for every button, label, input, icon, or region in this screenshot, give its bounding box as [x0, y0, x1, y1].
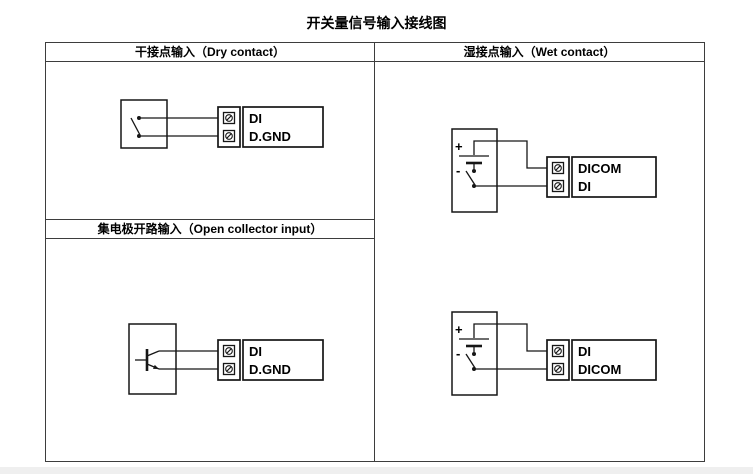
switch-lever	[465, 353, 476, 369]
screw-terminal-icon	[222, 362, 236, 376]
terminal-label-bottom: D.GND	[249, 362, 291, 377]
terminal-label-block	[242, 339, 324, 381]
diagram-dry-contact: DI D.GND	[120, 99, 324, 149]
switch-contact-top	[472, 169, 476, 173]
battery-minus-label: -	[456, 163, 460, 178]
terminal-label-top: DI	[578, 344, 591, 359]
source-switch-box	[451, 128, 498, 213]
transistor-emitter-arrow	[153, 364, 159, 369]
transistor-collector	[146, 350, 160, 357]
screw-terminal-icon	[551, 179, 565, 193]
wire-top	[473, 323, 547, 352]
terminal-label-top: DICOM	[578, 161, 621, 176]
wet-contact-diagram-top: + - DICOM DI	[451, 128, 657, 213]
terminal-label-block	[242, 106, 324, 148]
cell-dry-contact: DI D.GND	[46, 62, 375, 219]
terminal-label-block	[571, 339, 657, 381]
header-dry-contact: 干接点输入（Dry contact）	[46, 43, 375, 62]
source-switch-box	[451, 311, 498, 396]
page-bottom-edge	[0, 467, 753, 474]
diagram-wet-contact: + - DICOM DI +	[451, 128, 657, 396]
transistor-box	[128, 323, 177, 395]
screw-terminal-icon	[222, 111, 236, 125]
header-wet-contact: 湿接点输入（Wet contact）	[375, 43, 704, 62]
battery-plus-label: +	[455, 139, 463, 154]
wet-contact-diagram-bottom: + - DI DICOM	[451, 311, 657, 396]
screw-terminal-icon	[222, 129, 236, 143]
screw-terminal-icon	[551, 362, 565, 376]
battery-plus-label: +	[455, 322, 463, 337]
cell-wet-contact: + - DICOM DI +	[375, 62, 704, 461]
terminal-label-block	[571, 156, 657, 198]
terminal-label-bottom: DI	[578, 179, 591, 194]
terminal-label-top: DI	[249, 111, 262, 126]
header-open-collector: 集电极开路输入（Open collector input）	[46, 219, 375, 239]
switch-contact-top	[137, 116, 141, 120]
screw-terminal-icon	[551, 344, 565, 358]
cell-open-collector: DI D.GND	[46, 239, 375, 461]
page-title: 开关量信号输入接线图	[306, 15, 447, 31]
screw-terminal-icon	[222, 344, 236, 358]
switch-lever	[465, 170, 476, 186]
terminal-label-top: DI	[249, 344, 262, 359]
switch-lever	[130, 117, 141, 136]
battery-minus-label: -	[456, 346, 460, 361]
switch-box	[120, 99, 168, 149]
terminal-label-bottom: DICOM	[578, 362, 621, 377]
diagram-open-collector: DI D.GND	[128, 323, 324, 395]
wiring-table: 干接点输入（Dry contact） 湿接点输入（Wet contact） DI…	[45, 42, 705, 462]
switch-contact-top	[472, 352, 476, 356]
screw-terminal-icon	[551, 161, 565, 175]
wire-top	[473, 140, 547, 169]
terminal-label-bottom: D.GND	[249, 129, 291, 144]
